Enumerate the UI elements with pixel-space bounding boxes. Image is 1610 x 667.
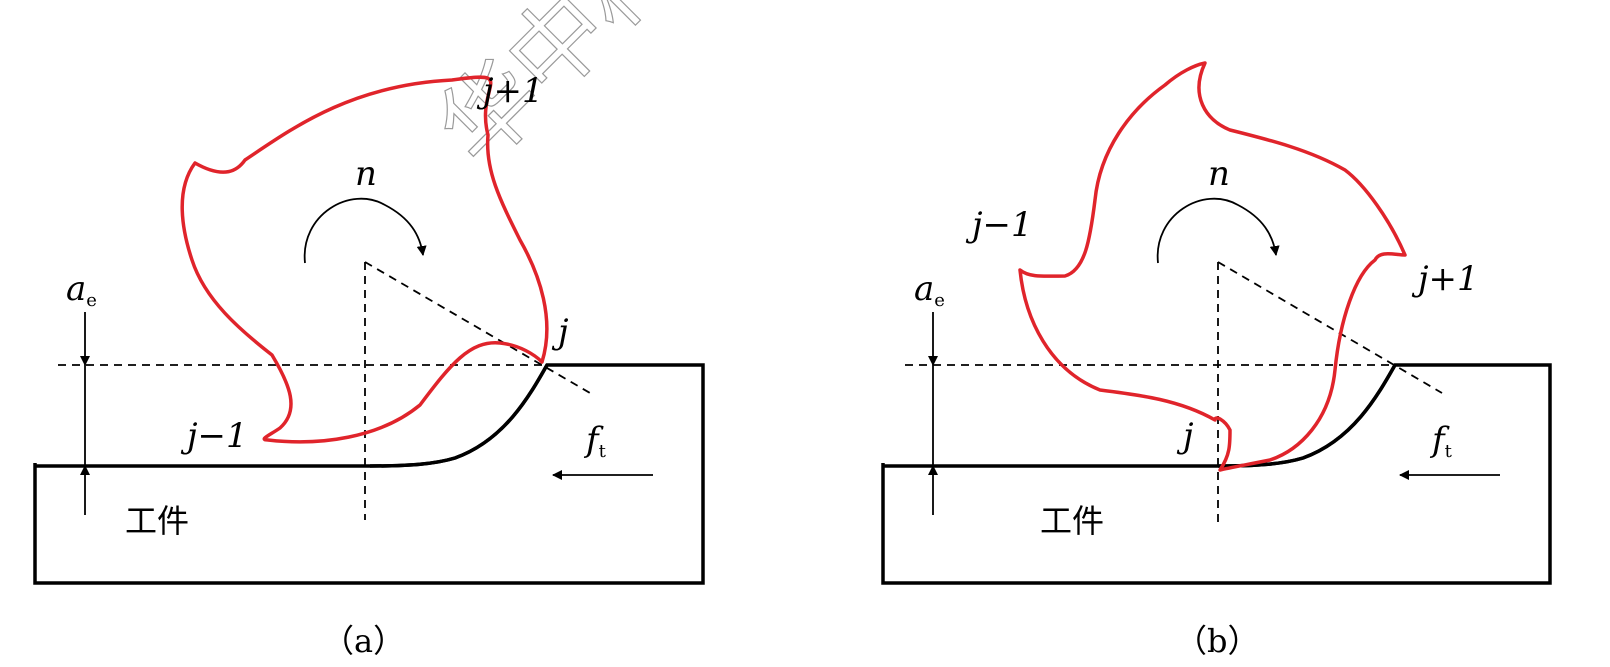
rotation-label: n — [355, 154, 377, 194]
milling-cutter — [180, 75, 549, 444]
rotation-arrow — [303, 197, 427, 264]
center-radial-line — [1217, 261, 1443, 394]
rotation-label: n — [1208, 154, 1230, 194]
tooth-next-label: j+1 — [476, 71, 544, 111]
milling-cutter — [1018, 61, 1407, 472]
panel-b: ae ft n j−1 j+1 j 工件 （b） — [881, 61, 1552, 660]
depth-label: ae — [914, 269, 945, 311]
workpiece-label: 工件 — [1040, 502, 1104, 540]
depth-label: ae — [66, 269, 97, 311]
tooth-prev-label: j−1 — [965, 205, 1033, 245]
caption-a: （a） — [322, 622, 405, 660]
watermark: 华中科技 — [417, 0, 768, 186]
tooth-next-label: j+1 — [1411, 259, 1479, 299]
workpiece-outline — [881, 363, 1552, 585]
feed-label: ft — [1429, 420, 1453, 462]
cut-surface — [369, 364, 549, 468]
tooth-current-label: j — [551, 312, 569, 352]
center-radial-line — [364, 261, 591, 394]
cut-surface — [1217, 364, 1397, 468]
feed-label: ft — [583, 420, 607, 462]
caption-b: （b） — [1175, 622, 1260, 660]
workpiece-label: 工件 — [125, 502, 189, 540]
tooth-prev-label: j−1 — [180, 416, 248, 456]
workpiece-outline — [33, 363, 705, 585]
tooth-current-label: j — [1176, 416, 1194, 456]
rotation-arrow — [1156, 197, 1280, 264]
panel-a: ae ft n j+1 j j−1 工件 （a） — [33, 71, 705, 660]
